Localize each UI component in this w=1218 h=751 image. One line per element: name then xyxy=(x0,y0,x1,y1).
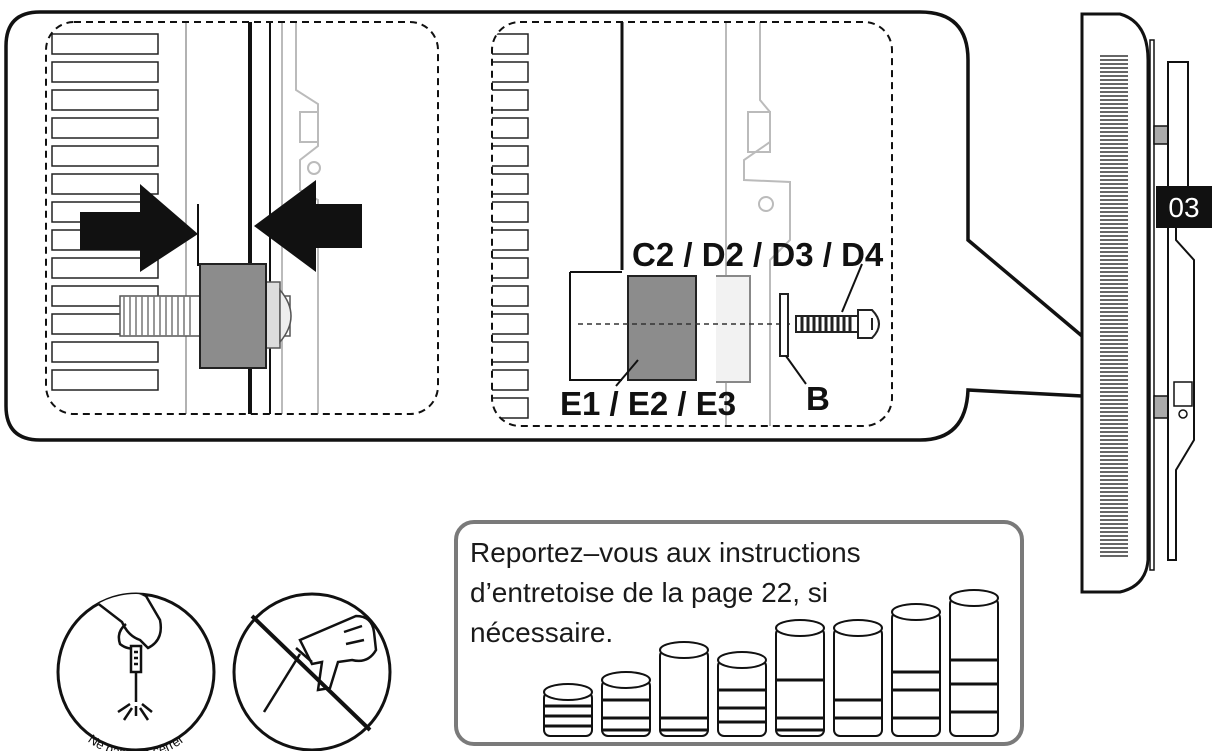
note-line-2: d’entretoise de la page 22, si xyxy=(470,577,828,608)
right-detail-panel xyxy=(492,22,880,426)
spacer-sample xyxy=(659,641,709,737)
spacer-sample xyxy=(949,589,999,737)
arrow-right-icon xyxy=(80,184,198,272)
spacer-sample xyxy=(601,671,651,737)
arrow-left-icon xyxy=(254,180,362,272)
washer-icon xyxy=(779,293,789,357)
no-power-drill-icon xyxy=(232,592,392,751)
spacer-parts-label: E1 / E2 / E3 xyxy=(560,385,736,422)
spacer-sample xyxy=(833,619,883,737)
spacer-sample xyxy=(717,651,767,737)
screw-parts-label: C2 / D2 / D3 / D4 xyxy=(632,236,884,273)
step-badge xyxy=(1156,186,1212,228)
do-not-overtighten-icon xyxy=(56,592,216,751)
spacer-samples xyxy=(543,589,999,737)
spacer-block xyxy=(199,263,267,369)
note-line-1: Reportez–vous aux instructions xyxy=(470,537,861,568)
spacer-block xyxy=(627,275,697,381)
note-line-3: nécessaire. xyxy=(470,617,613,648)
left-detail-panel xyxy=(51,22,362,414)
wall-slats xyxy=(492,33,529,419)
step-number: 03 xyxy=(1168,192,1199,223)
tv-side-view xyxy=(1080,12,1195,594)
spacer-sample xyxy=(775,619,825,737)
washer-part-label: B xyxy=(806,380,830,417)
spacer-sample xyxy=(543,683,593,737)
bolt-icon xyxy=(795,309,880,339)
spacer-sample xyxy=(891,603,941,737)
